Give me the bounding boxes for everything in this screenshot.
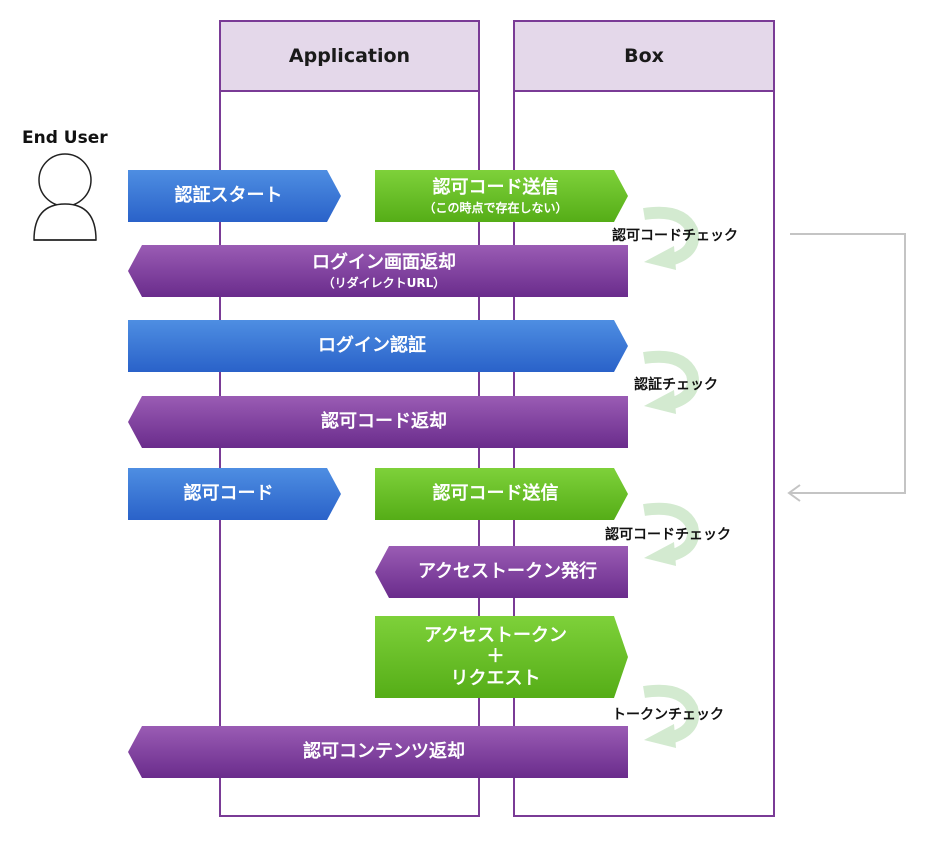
step-token-request: アクセストークン ＋ リクエスト [375,616,628,698]
lane-application-header: Application [221,22,478,92]
step-login-screen-return-note: （リダイレクトURL） [322,275,446,290]
step-auth-code-return: 認可コード返却 [128,396,628,448]
step-login-auth-label: ログイン認証 [318,335,426,357]
step-auth-start-label: 認証スタート [174,185,283,207]
step-token-request-line1: アクセストークン [423,624,568,646]
step-auth-code: 認可コード [128,468,341,520]
step-content-return: 認可コンテンツ返却 [128,726,628,778]
step-token-request-line3: リクエスト [450,667,541,689]
lane-box-header: Box [515,22,773,92]
loop-arrow-icon [643,684,699,748]
check-auth-code-2: 認可コードチェック [605,527,731,543]
step-auth-code-send-2: 認可コード送信 [375,468,628,520]
loop-arrow-icon [643,350,699,414]
step-auth-code-send-2-label: 認可コード送信 [432,483,559,505]
step-auth-code-label: 認可コード [183,483,274,505]
step-auth-code-send-1: 認可コード送信 （この時点で存在しない） [375,170,628,222]
step-auth-start: 認証スタート [128,170,341,222]
step-login-screen-return-label: ログイン画面返却 [312,252,456,273]
check-token: トークンチェック [612,707,724,723]
step-auth-code-return-label: 認可コード返却 [321,411,447,433]
check-auth: 認証チェック [634,377,718,393]
lane-box: Box [513,20,775,817]
step-login-auth: ログイン認証 [128,320,628,372]
step-auth-code-send-1-label: 認可コード送信 [432,177,559,198]
actor-label: End User [22,128,108,148]
loop-arrow-icon [643,206,699,270]
user-icon [33,153,97,241]
loop-arrow-icon [643,502,699,566]
step-access-token-issue: アクセストークン発行 [375,546,628,598]
step-auth-code-send-1-note: （この時点で存在しない） [423,200,568,215]
step-token-request-line2: ＋ [486,646,505,668]
step-content-return-label: 認可コンテンツ返却 [303,741,465,763]
step-access-token-issue-label: アクセストークン発行 [417,561,598,583]
step-login-screen-return: ログイン画面返却 （リダイレクトURL） [128,245,628,297]
check-auth-code-1: 認可コードチェック [612,228,738,244]
